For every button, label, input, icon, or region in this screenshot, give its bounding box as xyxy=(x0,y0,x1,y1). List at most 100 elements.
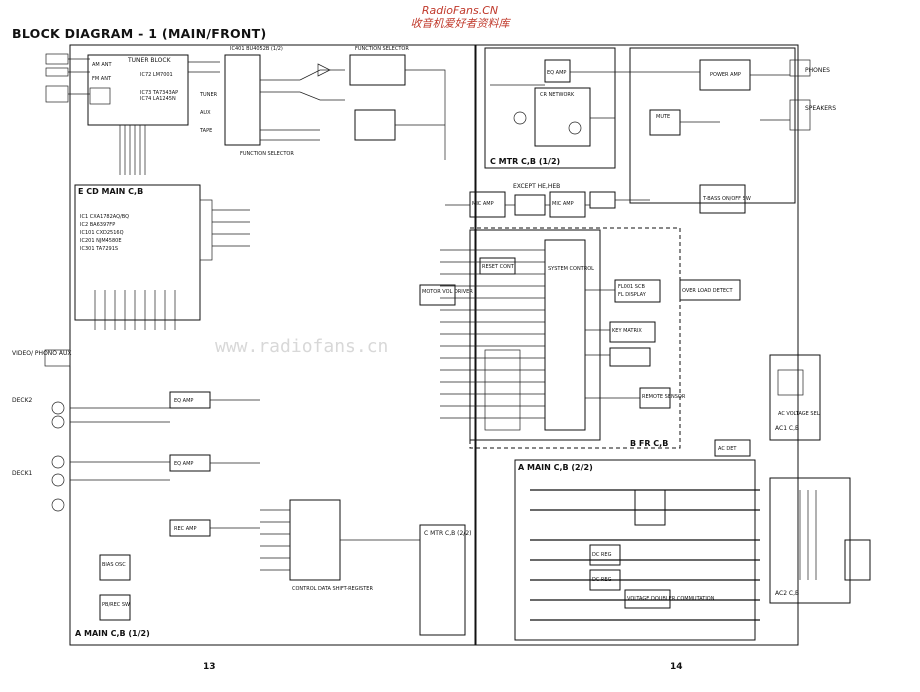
mtr-board-2-label: C MTR C,B (2/2) xyxy=(424,530,471,537)
dc-reg-1-label: DC REG xyxy=(592,552,612,558)
transformer-core xyxy=(799,490,817,580)
bridge-rectifier xyxy=(634,489,666,526)
mic-chain xyxy=(445,199,650,206)
deck1-head-1 xyxy=(51,455,65,469)
video-jack-label: VIDEO/ PHONO AUX xyxy=(12,350,72,357)
main-2-label: A MAIN C,B (2/2) xyxy=(518,463,593,472)
tuner-control-lines xyxy=(119,125,146,175)
video-jack xyxy=(44,349,71,367)
ac-det-block xyxy=(714,439,751,457)
fr-board-label: B FR C,B xyxy=(630,439,668,448)
cd-ic-1: IC1 CXA1782AQ/BQ xyxy=(80,214,129,220)
deck1-label: DECK1 xyxy=(12,470,33,477)
phones-jack xyxy=(789,59,811,77)
am-loop-jack xyxy=(45,67,69,77)
label-aux: AUX xyxy=(200,110,211,116)
buffer-amp-triangle xyxy=(317,63,331,77)
mic-amp-1-label: MIC AMP xyxy=(472,201,494,207)
tuner-ic1: IC72 LM7001 xyxy=(140,72,173,78)
system-control-board xyxy=(469,229,601,441)
pb-rec-sw xyxy=(99,594,131,621)
fm-ant-jack xyxy=(45,85,69,103)
cd-ic-2: IC2 BA6397FP xyxy=(80,222,115,228)
eq-amp-deck2-label: EQ AMP xyxy=(174,398,193,404)
function-selector-2 xyxy=(349,54,406,86)
t-bass-label: T-BASS ON/OFF SW xyxy=(702,196,751,202)
system-control-pins xyxy=(440,249,545,419)
cd-main-label: E CD MAIN C,B xyxy=(78,187,143,196)
control-data-ic xyxy=(289,499,341,581)
diagram-title: BLOCK DIAGRAM - 1 (MAIN/FRONT) xyxy=(12,26,267,41)
rec-amp-label: REC AMP xyxy=(174,526,196,532)
fm-ant-box xyxy=(89,87,111,105)
eq-knob xyxy=(568,121,582,135)
func-to-mtr-lines xyxy=(395,69,446,160)
cd-ic-5: IC301 TA7291S xyxy=(80,246,118,252)
over-load-detect xyxy=(679,279,741,301)
site-name: 收音机爱好者资料库 xyxy=(410,17,510,30)
cd-main-board xyxy=(74,184,201,321)
mtr-lines xyxy=(490,71,615,119)
power-amp-region xyxy=(629,47,796,204)
main-board-2 xyxy=(514,459,756,641)
ac-voltage-label: AC VOLTAGE SEL xyxy=(778,411,820,417)
ac-det-label: AC DET xyxy=(718,446,737,452)
key-matrix xyxy=(609,321,656,343)
function-selector-label: FUNCTION SELECTOR xyxy=(240,151,294,157)
deck2-head-2 xyxy=(51,415,65,429)
deck1-head-3 xyxy=(51,498,65,512)
mic-amp-2 xyxy=(549,191,586,218)
pb-rec-label: PB/REC SW xyxy=(102,602,130,608)
mute-block xyxy=(649,109,681,136)
system-control-ic xyxy=(544,239,586,431)
tuner-block xyxy=(87,54,189,126)
fl-display-label: FL DISPLAY xyxy=(618,292,647,298)
function-selector-ic xyxy=(224,54,261,146)
motor-vol-driver xyxy=(419,284,456,306)
reset-label: RESET CONT xyxy=(482,264,515,270)
cd-ic-4: IC201 NJM4580E xyxy=(80,238,122,244)
over-load-label: OVER LOAD DETECT xyxy=(682,288,734,294)
ic371-box xyxy=(354,109,396,141)
mtr-board-1 xyxy=(484,47,616,169)
voltage-doubler-label: VOLTAGE DOUBLER COMMUTATION xyxy=(627,596,715,602)
ac2-label: AC2 C,B xyxy=(775,590,799,597)
antenna-wires xyxy=(68,58,90,95)
abc-block xyxy=(589,191,616,209)
speakers-label: SPEAKERS xyxy=(805,105,836,112)
am-ant-jack xyxy=(45,53,69,65)
fm-ant-label: FM ANT xyxy=(92,76,112,82)
control-data-label: CONTROL DATA SHIFT-REGISTER xyxy=(292,586,373,592)
voltage-doubler xyxy=(624,589,671,609)
mtr-board-2 xyxy=(419,524,466,636)
power-bus xyxy=(530,489,760,621)
ac1-board xyxy=(769,354,821,441)
mic-ic xyxy=(514,194,546,216)
eq-amp-label: EQ AMP xyxy=(547,70,566,76)
site-watermark: RadioFans.CN 收音机爱好者资料库 xyxy=(400,4,520,30)
deck1-head-2 xyxy=(51,473,65,487)
function-ic-label: IC401 BU4052B (1/2) xyxy=(230,46,283,52)
cd-control-bus xyxy=(94,290,176,330)
tuner-output-lines xyxy=(188,61,220,73)
mute-label: MUTE xyxy=(656,114,670,120)
phones-label: PHONES xyxy=(805,67,830,74)
eq-amp-ic xyxy=(544,59,571,83)
ac2-board xyxy=(769,477,851,604)
mtr-board-1-label: C MTR C,B (1/2) xyxy=(490,157,560,166)
mic-amp-1 xyxy=(469,191,506,218)
label-tuner: TUNER xyxy=(199,92,218,98)
fr-board xyxy=(469,227,681,449)
right-page-frame xyxy=(475,44,799,646)
func-out-lines xyxy=(260,69,345,101)
cd-ic-3: IC101 CXD2516Q xyxy=(80,230,124,236)
volume-knob xyxy=(513,111,527,125)
fl-display xyxy=(614,279,661,303)
page-number-left: 13 xyxy=(203,662,216,672)
control-data-lines xyxy=(260,509,420,571)
system-control-label: SYSTEM CONTROL xyxy=(548,266,594,272)
power-amp-label: POWER AMP xyxy=(710,72,741,78)
cr-network-label: CR NETWORK xyxy=(540,92,575,98)
mic-amp-2-label: MIC AMP xyxy=(552,201,574,207)
